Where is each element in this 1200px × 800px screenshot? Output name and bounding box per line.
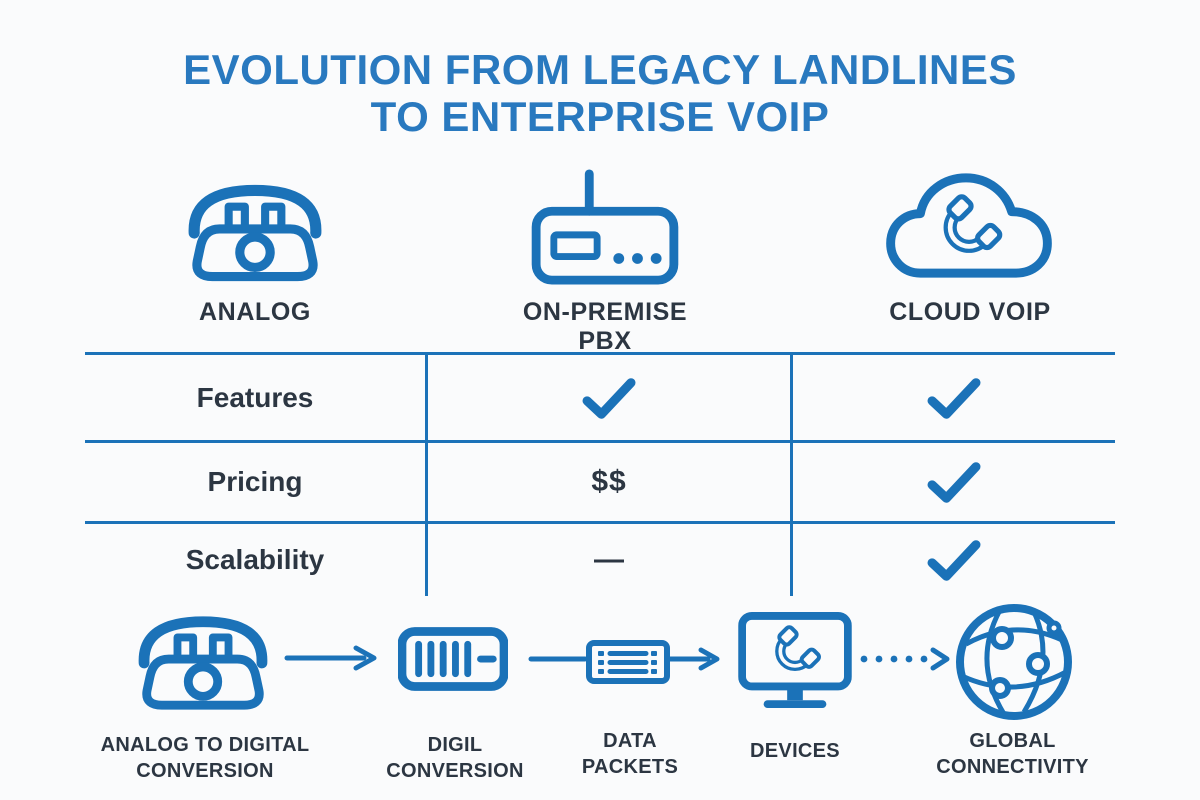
column-cloud-voip: CLOUD VOIP: [865, 164, 1075, 327]
flow-label-data-packets: DATA PACKETS: [581, 730, 679, 778]
dash-value: —: [594, 543, 624, 576]
column-label: ANALOG: [199, 298, 311, 326]
table-row-label: Pricing: [85, 443, 425, 524]
flow-connector-3: [664, 646, 722, 672]
flow-step-devices: [738, 612, 852, 710]
table-cell: [790, 443, 1115, 524]
flow-step-analog-phone: [128, 608, 278, 716]
flow-connector-2: [528, 655, 588, 663]
flow-label-global-connectivity: GLOBAL CONNECTIVITY: [936, 730, 1089, 778]
table-row-label: Scalability: [185, 544, 325, 575]
page-title: EVOLUTION FROM LEGACY LANDLINES TO ENTER…: [0, 46, 1200, 140]
globe-network-icon: [952, 600, 1076, 724]
check-icon: [927, 461, 981, 503]
flow-label-digil-conversion: DIGIL CONVERSION: [386, 734, 524, 782]
pbx-box-icon: [526, 166, 684, 288]
title-line-1: EVOLUTION FROM LEGACY LANDLINES: [183, 46, 1017, 93]
check-icon: [927, 539, 981, 581]
table-cell: —: [425, 524, 790, 596]
data-packets-icon: [586, 640, 670, 684]
monitor-phone-icon: [738, 612, 852, 710]
column-pbx: ON-PREMISE PBX: [495, 166, 715, 356]
flow-label-devices: DEVICES: [750, 740, 840, 762]
flow-step-data-packets: [586, 640, 670, 684]
flow-label-analog-to-digital: ANALOG TO DIGITAL CONVERSION: [100, 734, 310, 782]
cloud-phone-icon: [880, 164, 1060, 288]
dotted-arrow-icon: [860, 647, 950, 671]
table-cell: [425, 355, 790, 443]
comparison-table: Features Pricing $$ Scalability —: [85, 352, 1115, 596]
table-row-label: Features: [85, 355, 425, 443]
column-label: CLOUD VOIP: [889, 298, 1051, 326]
column-label: ON-PREMISE PBX: [522, 298, 688, 355]
check-icon: [927, 377, 981, 419]
column-analog: ANALOG: [155, 176, 355, 327]
table-cell: [790, 524, 1115, 596]
arrow-right-icon: [284, 645, 377, 671]
table-cell: $$: [425, 443, 790, 524]
flow-step-digital-converter: [398, 626, 508, 692]
pricing-cost-value: $$: [591, 465, 627, 498]
title-line-2: TO ENTERPRISE VOIP: [370, 93, 830, 141]
line-connector: [528, 656, 588, 662]
flow-connector-4: [858, 646, 952, 672]
rotary-phone-icon: [179, 176, 331, 288]
rotary-phone-icon: [128, 608, 278, 716]
digital-converter-icon: [398, 626, 508, 692]
flow-step-global-connectivity: [952, 600, 1076, 724]
table-cell: [790, 355, 1115, 443]
check-icon: [582, 377, 636, 419]
flow-connector-1: [284, 645, 380, 671]
arrow-right-icon: [664, 647, 720, 671]
